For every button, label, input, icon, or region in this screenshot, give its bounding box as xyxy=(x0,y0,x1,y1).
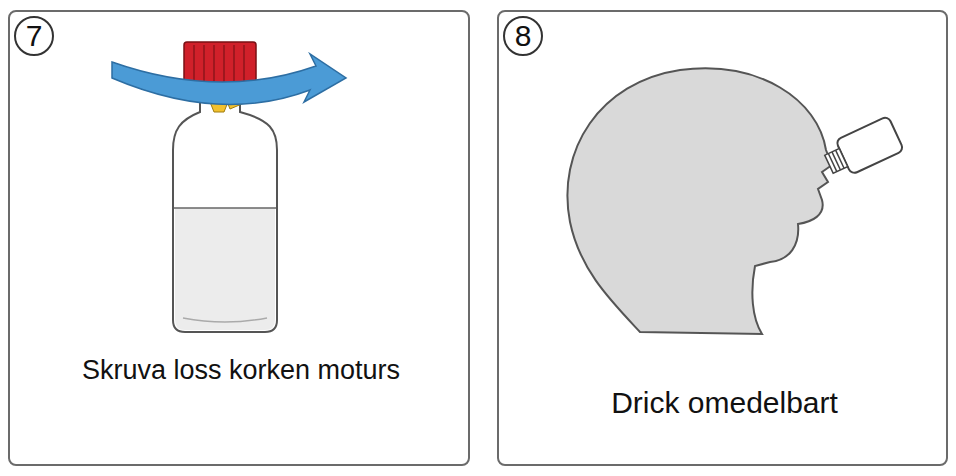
callout-number: 7 xyxy=(26,21,43,51)
step-panel: Skruva loss korken moturs 7 xyxy=(8,10,470,466)
step-number: 8 xyxy=(503,16,543,56)
head-illustration xyxy=(567,68,904,334)
callout-number: 8 xyxy=(515,21,532,51)
bottle-illustration xyxy=(112,42,346,332)
step-instruction: Drick omedelbart xyxy=(539,384,910,422)
step-instruction: Skruva loss korken moturs xyxy=(80,354,402,388)
step-panel: Drick omedelbart 8 xyxy=(497,10,948,466)
step-number: 7 xyxy=(14,16,54,56)
